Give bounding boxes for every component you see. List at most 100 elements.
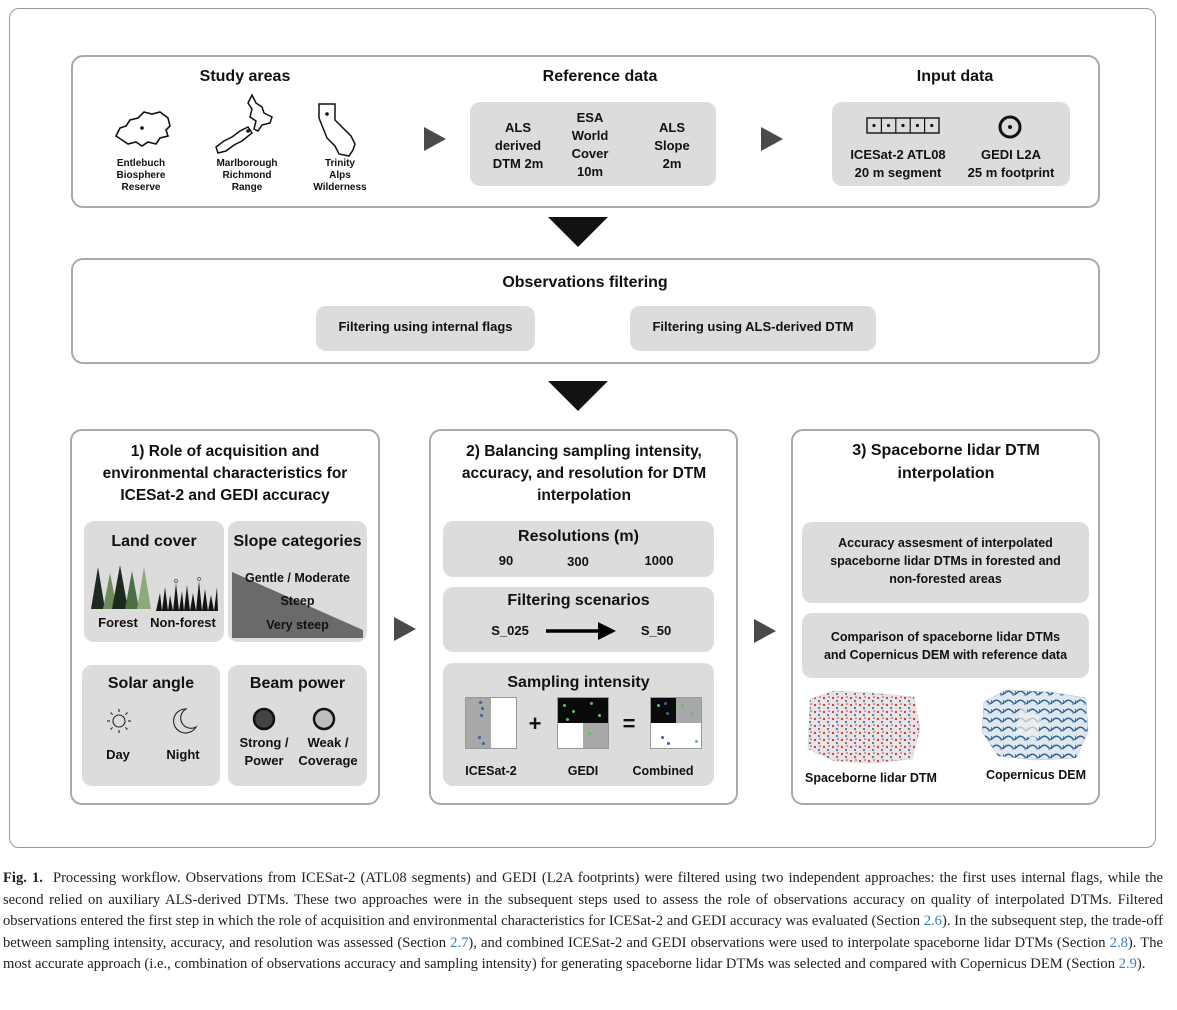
gedi-grid-cell: [583, 698, 608, 723]
input-data-box: [832, 102, 1070, 186]
switzerland-map-icon: [114, 111, 171, 147]
combined-grid: [650, 697, 702, 749]
atl08-segment-icon: [866, 117, 940, 134]
area-label-entlebuch: Entlebuch Biosphere Reserve: [116, 158, 166, 193]
figure-caption: Fig. 1. Processing workflow. Observation…: [3, 868, 1163, 976]
solar-night-label: Night: [166, 747, 200, 762]
gedi-grid-cell: [558, 698, 583, 723]
california-map-icon: [318, 103, 356, 157]
caption-ref-2-8[interactable]: 2.8: [1109, 934, 1128, 951]
slope-label-gentle: Gentle / Moderate: [245, 571, 350, 585]
input-item-gedi: GEDI L2A 25 m footprint: [967, 147, 1055, 180]
filtering-title: Observations filtering: [502, 274, 668, 291]
scenario-from: S_025: [491, 623, 529, 638]
gedi-point: [598, 714, 601, 717]
filter-internal-flags-box: [316, 306, 535, 351]
gedi-point: [572, 710, 575, 713]
resolutions-title: Resolutions (m): [518, 528, 639, 545]
slope-label-very-steep: Very steep: [266, 618, 329, 632]
non-forest-grass-icon: [156, 577, 218, 611]
arrow-down-1: [548, 217, 608, 247]
icesat-grid-cell: [466, 698, 491, 723]
sampling-equals: =: [622, 711, 636, 736]
weak-beam-icon: [312, 707, 336, 731]
accuracy-assessment-box: [802, 522, 1089, 603]
gedi-grid-cell: [583, 723, 608, 748]
study-areas-title: Study areas: [199, 68, 291, 85]
arrow-right-4: [754, 619, 776, 643]
copernicus-dem-map: [981, 689, 1089, 761]
icesat-grid-cell: [466, 723, 491, 748]
icesat-grid-cell: [491, 698, 516, 723]
gedi-point: [588, 732, 591, 735]
gedi-grid: [557, 697, 609, 749]
filtering-scenarios-box: [443, 587, 714, 652]
map-label-copernicus: Copernicus DEM: [985, 768, 1086, 782]
caption-text-e: ).: [1136, 956, 1146, 972]
arrow-down-2: [548, 381, 608, 411]
sampling-plus: +: [528, 711, 542, 736]
solar-angle-title: Solar angle: [107, 675, 195, 692]
area-label-trinity: Trinity Alps Wilderness: [313, 158, 367, 193]
caption-label: Fig. 1.: [3, 870, 43, 886]
sampling-label-combined: Combined: [632, 764, 694, 778]
ref-item-als-dtm: ALS derived DTM 2m: [492, 120, 544, 171]
strong-beam-icon: [252, 707, 276, 731]
beam-weak-label: Weak / Coverage: [298, 735, 358, 768]
gedi-point: [566, 718, 569, 721]
icesat-point: [478, 736, 481, 739]
solar-angle-box: [82, 665, 220, 786]
combined-point: [667, 742, 670, 745]
step1-title: 1) Role of acquisition and environmental…: [102, 443, 348, 504]
scenario-to: S_50: [640, 623, 672, 638]
slope-wedge-icon: [232, 572, 363, 638]
caption-text-a: Processing workflow. Observations from I…: [3, 870, 1164, 929]
combined-grid-cell: [676, 723, 701, 748]
solar-day-label: Day: [106, 747, 130, 762]
gedi-footprint-icon: [998, 115, 1022, 139]
sampling-intensity-title: Sampling intensity: [507, 674, 650, 691]
scenario-arrow-icon: [546, 622, 616, 640]
reference-data-box: [470, 102, 716, 186]
filter-internal-flags-label: Filtering using internal flags: [338, 319, 513, 334]
arrow-right-2: [761, 127, 783, 151]
combined-point: [657, 704, 660, 707]
combined-point: [661, 736, 664, 739]
gedi-point: [590, 702, 593, 705]
forest-trees-icon: [91, 565, 151, 609]
resolutions-box: [443, 521, 714, 577]
sampling-label-gedi: GEDI: [567, 764, 599, 778]
new-zealand-map-icon: [215, 93, 273, 154]
slope-title: Slope categories: [233, 533, 362, 550]
land-cover-forest-label: Forest: [98, 615, 138, 630]
map-label-spaceborne: Spaceborne lidar DTM: [805, 771, 937, 785]
ref-item-esa-worldcover: ESA World Cover 10m: [571, 110, 609, 179]
icesat-point: [479, 701, 482, 704]
combined-grid-cell: [651, 698, 676, 723]
spaceborne-lidar-dtm-map: [807, 690, 921, 764]
reference-data-title: Reference data: [542, 68, 658, 85]
resolution-90: 90: [498, 553, 514, 568]
beam-strong-label: Strong / Power: [239, 735, 289, 768]
icesat-point: [481, 707, 484, 710]
input-data-title: Input data: [916, 68, 994, 85]
step2-title: 2) Balancing sampling intensity, accurac…: [461, 443, 707, 504]
caption-ref-2-7[interactable]: 2.7: [450, 934, 469, 951]
combined-point: [666, 712, 669, 715]
sun-icon: [107, 709, 131, 733]
beam-power-title: Beam power: [249, 675, 346, 692]
icesat-point: [482, 742, 485, 745]
arrow-right-3: [394, 617, 416, 641]
caption-ref-2-6[interactable]: 2.6: [923, 913, 942, 929]
combined-grid-cell: [676, 698, 701, 723]
combined-point: [695, 740, 698, 743]
filter-als-dtm-label: Filtering using ALS-derived DTM: [652, 319, 854, 334]
caption-text-c: ), and combined ICESat-2 and GEDI observ…: [468, 934, 1110, 951]
icesat-point: [480, 714, 483, 717]
slope-label-steep: Steep: [280, 594, 315, 608]
caption-text-b: ). In the subsequent step, the trade-off…: [3, 913, 1163, 951]
resolution-300: 300: [567, 554, 589, 569]
gedi-grid-cell: [558, 723, 583, 748]
accuracy-assessment-text: Accuracy assesment of interpolated space…: [830, 536, 1061, 586]
caption-ref-2-9[interactable]: 2.9: [1118, 956, 1137, 972]
